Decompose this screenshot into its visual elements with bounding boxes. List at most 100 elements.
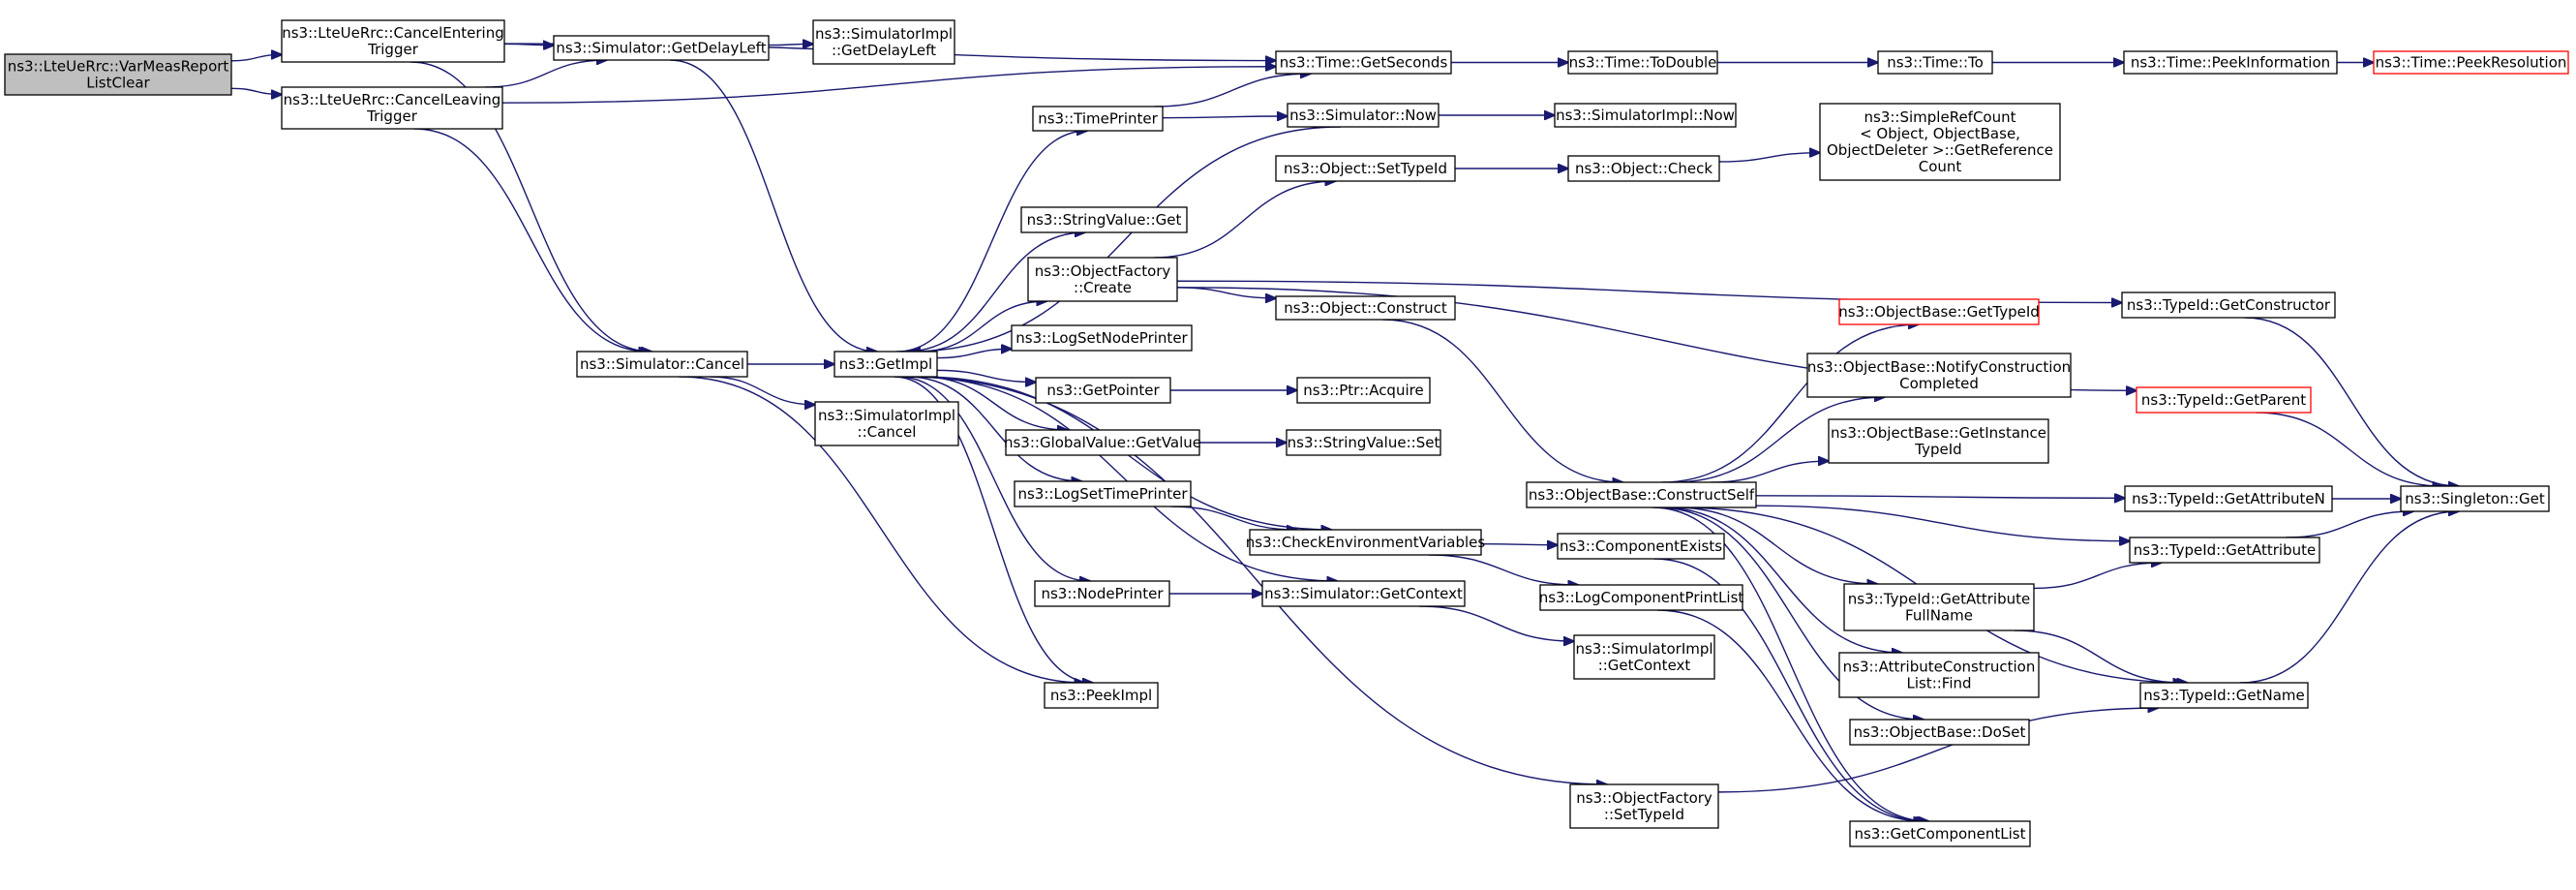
node-snow[interactable]: ns3::Simulator::Now [1287, 103, 1440, 128]
node-box[interactable] [2136, 386, 2312, 414]
node-box[interactable] [1032, 106, 1164, 132]
node-box[interactable] [1261, 580, 1466, 607]
node-cev[interactable]: ns3::CheckEnvironmentVariables [1246, 529, 1486, 556]
node-ost[interactable]: ns3::Object::SetTypeId [1275, 155, 1456, 182]
node-obds[interactable]: ns3::ObjectBase::DoSet [1849, 719, 2030, 746]
node-box[interactable] [4, 53, 232, 96]
node-box[interactable] [2373, 50, 2569, 75]
node-sinow[interactable]: ns3::SimulatorImpl::Now [1554, 103, 1737, 128]
node-box[interactable] [1557, 533, 1725, 560]
node-box[interactable] [1806, 353, 2072, 398]
node-gp[interactable]: ns3::GetPointer [1035, 377, 1171, 404]
node-sgc[interactable]: ns3::Simulator::GetContext [1261, 580, 1466, 607]
node-box[interactable] [1843, 583, 2035, 631]
node-tga[interactable]: ns3::TypeId::GetAttribute [2129, 537, 2320, 564]
node-box[interactable] [1275, 155, 1456, 182]
node-sigc[interactable]: ns3::SimulatorImpl::GetContext [1573, 634, 1715, 680]
node-gvgv[interactable]: ns3::GlobalValue::GetValue [1004, 429, 1201, 456]
node-obcs[interactable]: ns3::ObjectBase::ConstructSelf [1526, 481, 1757, 508]
node-box[interactable] [2129, 537, 2320, 564]
node-box[interactable] [1877, 50, 1993, 75]
node-ochk[interactable]: ns3::Object::Check [1567, 155, 1720, 182]
node-box[interactable] [812, 19, 955, 65]
node-lstp[interactable]: ns3::LogSetTimePrinter [1014, 480, 1192, 507]
node-box[interactable] [1020, 206, 1188, 233]
node-box[interactable] [1287, 103, 1440, 128]
node-box[interactable] [1849, 719, 2030, 746]
node-tto[interactable]: ns3::Time::To [1877, 50, 1993, 75]
node-box[interactable] [1035, 377, 1171, 404]
node-obnc[interactable]: ns3::ObjectBase::NotifyConstructionCompl… [1806, 353, 2072, 398]
node-tpr[interactable]: ns3::Time::PeekResolution [2373, 50, 2569, 75]
node-box[interactable] [1573, 634, 1715, 680]
node-tp[interactable]: ns3::TimePrinter [1032, 106, 1164, 132]
node-box[interactable] [1275, 50, 1452, 75]
node-box[interactable] [1539, 584, 1743, 611]
node-tpi[interactable]: ns3::Time::PeekInformation [2123, 50, 2338, 75]
node-box[interactable] [814, 401, 959, 446]
node-tgan[interactable]: ns3::TypeId::GetAttributeN [2124, 485, 2333, 512]
node-ocons[interactable]: ns3::Object::Construct [1275, 295, 1456, 321]
node-sg[interactable]: ns3::Singleton::Get [2400, 485, 2550, 512]
node-box[interactable] [1828, 418, 2049, 464]
node-gcl[interactable]: ns3::GetComponentList [1849, 820, 2031, 847]
node-scan[interactable]: ns3::Simulator::Cancel [576, 351, 748, 378]
node-sigdl[interactable]: ns3::SimulatorImpl::GetDelayLeft [812, 19, 955, 65]
node-box[interactable] [1849, 820, 2031, 847]
node-box[interactable] [2121, 292, 2336, 319]
node-box[interactable] [1034, 580, 1170, 607]
node-box[interactable] [1027, 257, 1178, 302]
node-box[interactable] [1567, 155, 1720, 182]
node-sican[interactable]: ns3::SimulatorImpl::Cancel [814, 401, 959, 446]
node-ofc[interactable]: ns3::ObjectFactory::Create [1027, 257, 1178, 302]
node-box[interactable] [1275, 295, 1456, 321]
node-box[interactable] [1249, 529, 1482, 556]
node-box[interactable] [2400, 485, 2550, 512]
node-box[interactable] [1044, 682, 1159, 709]
node-box[interactable] [1526, 481, 1757, 508]
node-gi[interactable]: ns3::GetImpl [833, 351, 938, 378]
node-svg[interactable]: ns3::StringValue::Get [1020, 206, 1188, 233]
node-box[interactable] [1286, 429, 1441, 456]
node-box[interactable] [1567, 50, 1718, 75]
node-tgp[interactable]: ns3::TypeId::GetParent [2136, 386, 2312, 414]
node-lcpl[interactable]: ns3::LogComponentPrintList [1539, 584, 1744, 611]
node-box[interactable] [1838, 298, 2040, 325]
node-box[interactable] [2124, 485, 2333, 512]
node-pi[interactable]: ns3::PeekImpl [1044, 682, 1159, 709]
node-box[interactable] [553, 35, 770, 61]
node-pacq[interactable]: ns3::Ptr::Acquire [1296, 377, 1431, 404]
node-box[interactable] [2123, 50, 2338, 75]
node-tgn[interactable]: ns3::TypeId::GetName [2139, 682, 2309, 709]
node-box[interactable] [1005, 429, 1200, 456]
node-box[interactable] [281, 19, 505, 63]
node-box[interactable] [1838, 652, 2040, 698]
node-obgt[interactable]: ns3::ObjectBase::GetTypeId [1838, 298, 2040, 325]
node-src[interactable]: ns3::SimpleRefCount< Object, ObjectBase,… [1819, 103, 2061, 181]
node-box[interactable] [1554, 103, 1737, 128]
node-np[interactable]: ns3::NodePrinter [1034, 580, 1170, 607]
node-ttd[interactable]: ns3::Time::ToDouble [1567, 50, 1718, 75]
node-svs[interactable]: ns3::StringValue::Set [1286, 429, 1441, 456]
node-ofst[interactable]: ns3::ObjectFactory::SetTypeId [1569, 783, 1719, 829]
node-lsnp[interactable]: ns3::LogSetNodePrinter [1011, 324, 1193, 352]
node-box[interactable] [1569, 783, 1719, 829]
node-box[interactable] [1011, 324, 1193, 352]
node-tgc[interactable]: ns3::TypeId::GetConstructor [2121, 292, 2336, 319]
node-box[interactable] [1296, 377, 1431, 404]
node-box[interactable] [281, 86, 503, 130]
node-box[interactable] [833, 351, 938, 378]
node-box[interactable] [1819, 103, 2061, 181]
node-box[interactable] [1014, 480, 1192, 507]
node-gdl[interactable]: ns3::Simulator::GetDelayLeft [553, 35, 770, 61]
node-tgs[interactable]: ns3::Time::GetSeconds [1275, 50, 1452, 75]
node-ce[interactable]: ns3::ComponentExists [1557, 533, 1725, 560]
node-box[interactable] [2139, 682, 2309, 709]
node-box[interactable] [576, 351, 748, 378]
